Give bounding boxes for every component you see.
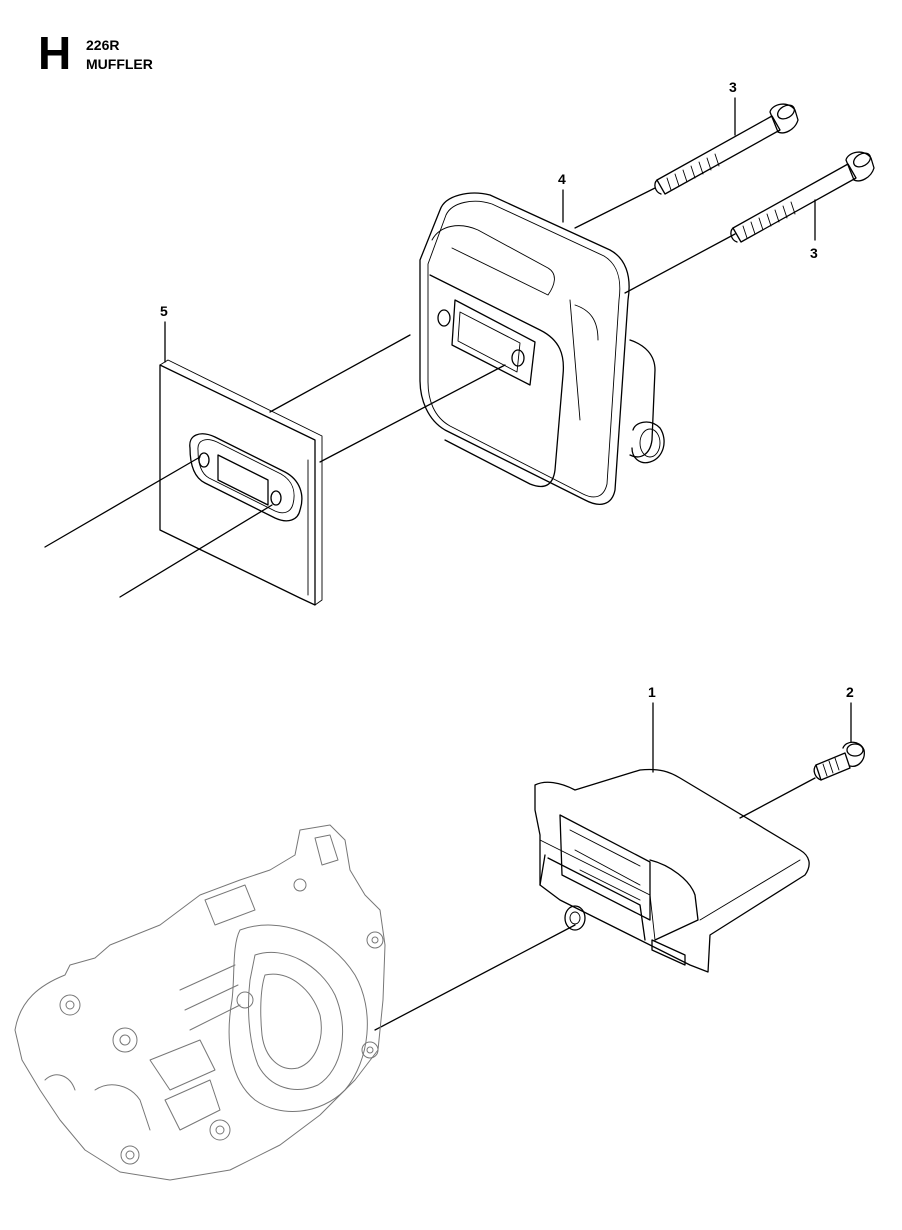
heat-shield[interactable]	[534, 768, 810, 973]
callout-gasket: 5	[160, 303, 168, 319]
model-number: 226R	[86, 37, 120, 53]
assembly-lines-upper	[44, 187, 736, 598]
bolt-upper[interactable]	[654, 102, 799, 195]
callout-bolt-lower: 3	[810, 245, 818, 261]
callout-bolt-upper: 3	[729, 79, 737, 95]
gasket[interactable]	[159, 359, 323, 606]
diagram-title: MUFFLER	[86, 56, 153, 72]
callout-heat-shield: 1	[648, 684, 656, 700]
crankcase	[14, 824, 386, 1181]
callout-screw: 2	[846, 684, 854, 700]
callout-muffler: 4	[558, 171, 566, 187]
muffler[interactable]	[419, 192, 665, 505]
section-letter: H	[38, 27, 72, 79]
callouts: 3 3 4 5 1 2	[160, 79, 854, 773]
screw[interactable]	[813, 741, 865, 781]
assembly-lines-lower	[374, 777, 816, 1031]
bolt-lower[interactable]	[730, 150, 875, 243]
